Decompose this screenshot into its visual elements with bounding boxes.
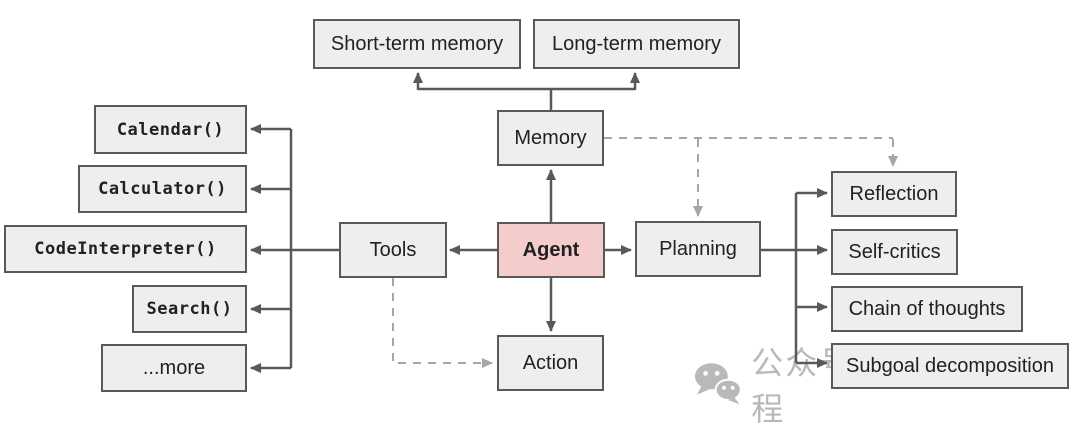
node-long-term-memory: Long-term memory xyxy=(533,19,740,69)
node-search: Search() xyxy=(132,285,247,333)
node-reflection: Reflection xyxy=(831,171,957,217)
node-code-interpreter: CodeInterpreter() xyxy=(4,225,247,273)
solid-connectors xyxy=(250,72,828,373)
node-calendar: Calendar() xyxy=(94,105,247,154)
node-agent: Agent xyxy=(497,222,605,278)
node-more: ...more xyxy=(101,344,247,392)
dashed-connectors xyxy=(392,137,898,368)
node-short-term-memory: Short-term memory xyxy=(313,19,521,69)
node-action: Action xyxy=(497,335,604,391)
node-subgoal-decomposition: Subgoal decomposition xyxy=(831,343,1069,389)
node-self-critics: Self-critics xyxy=(831,229,958,275)
node-memory: Memory xyxy=(497,110,604,166)
wechat-icon xyxy=(694,363,742,405)
node-chain-of-thoughts: Chain of thoughts xyxy=(831,286,1023,332)
node-calculator: Calculator() xyxy=(78,165,247,213)
node-planning: Planning xyxy=(635,221,761,277)
node-tools: Tools xyxy=(339,222,447,278)
